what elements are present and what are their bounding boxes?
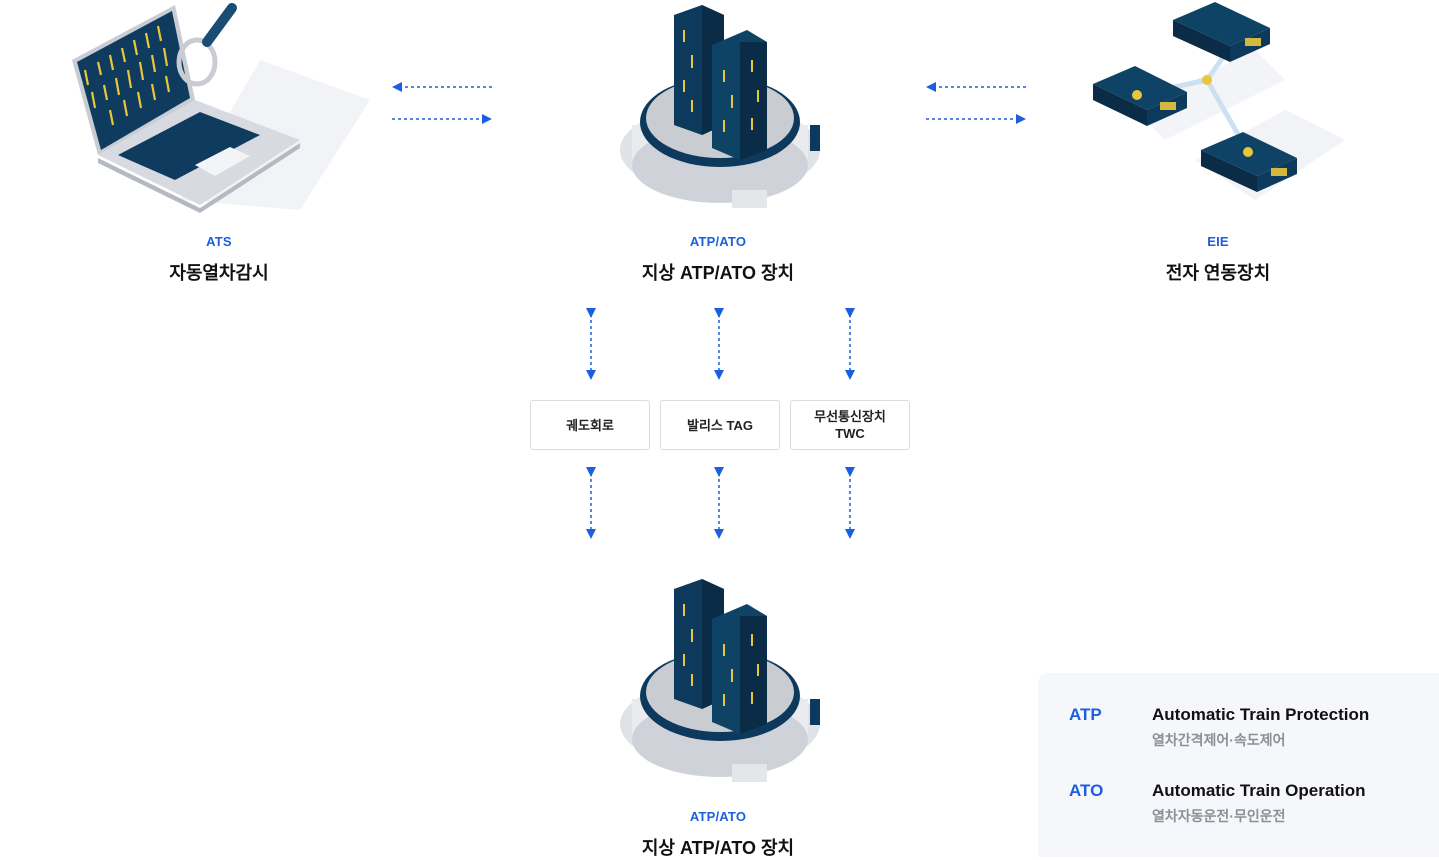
track-circuit-box: 궤도회로 [530,400,650,450]
wayside-bottom-code: ATP/ATO [689,809,747,824]
wayside-top-caption: ATP/ATO 지상 ATP/ATO 장치 [568,234,868,285]
legend-panel: ATP Automatic Train Protection 열차간격제어·속도… [1038,673,1439,857]
wireless-comm-sublabel: TWC [835,426,865,441]
eie-code: EIE [1207,234,1229,249]
ats-name: 자동열차감시 [169,263,269,283]
wireless-comm-box: 무선통신장치 TWC [790,400,910,450]
eie-interlocking-illustration [1093,2,1345,200]
wayside-top-server-illustration [620,5,820,208]
balise-tag-box: 발리스 TAG [660,400,780,450]
wayside-top-name: 지상 ATP/ATO 장치 [641,263,795,283]
legend-ato-full: Automatic Train Operation [1152,781,1366,800]
ats-caption: ATS 자동열차감시 [69,234,369,285]
ats-code: ATS [206,234,232,249]
wayside-bottom-server-illustration [620,579,820,782]
legend-atp-full: Automatic Train Protection [1152,705,1370,724]
legend-atp-abbr: ATP [1069,705,1102,724]
balise-tag-label: 발리스 TAG [687,417,753,433]
wayside-bottom-name: 지상 ATP/ATO 장치 [641,838,795,858]
legend-atp-desc: 열차간격제어·속도제어 [1152,732,1286,748]
wayside-top-code: ATP/ATO [689,234,747,249]
ats-laptop-illustration [72,3,370,213]
track-circuit-label: 궤도회로 [566,417,614,433]
eie-name: 전자 연동장치 [1165,263,1271,283]
wireless-comm-label: 무선통신장치 [814,409,886,424]
legend-ato-abbr: ATO [1069,781,1104,800]
wayside-bottom-caption: ATP/ATO 지상 ATP/ATO 장치 [568,809,868,860]
eie-caption: EIE 전자 연동장치 [1068,234,1368,285]
legend-ato-desc: 열차자동운전·무인운전 [1152,808,1286,824]
